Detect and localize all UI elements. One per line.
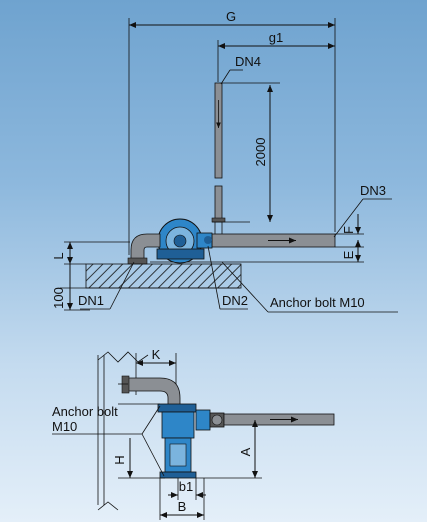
label-anchor-top: Anchor bolt M10 — [270, 295, 365, 310]
dimension-g: G — [128, 9, 336, 255]
dimension-b1: b1 — [168, 478, 206, 500]
label-anchor-bottom-2: M10 — [52, 419, 77, 434]
label-k: K — [152, 347, 161, 362]
discharge-pipe-side — [209, 412, 335, 428]
dimension-2000: 2000 — [222, 82, 280, 222]
dimension-g1: g1 — [217, 30, 335, 82]
label-g1: g1 — [269, 30, 283, 45]
label-dn2: DN2 — [222, 293, 248, 308]
label-f: F — [341, 226, 356, 234]
label-g: G — [226, 9, 236, 24]
label-l: L — [51, 252, 66, 259]
label-b1: b1 — [179, 479, 193, 494]
label-b: B — [178, 499, 187, 514]
label-dn4: DN4 — [235, 54, 261, 69]
pump-top — [156, 218, 213, 264]
label-100: 100 — [51, 287, 66, 309]
label-a: A — [238, 447, 253, 456]
dimension-h: H — [112, 403, 165, 479]
label-dn1: DN1 — [78, 293, 104, 308]
label-anchor-bottom-1: Anchor bolt — [52, 404, 118, 419]
pump-side — [157, 403, 211, 479]
label-dn3: DN3 — [360, 183, 386, 198]
label-e: E — [341, 250, 356, 259]
dimension-100: 100 — [51, 264, 90, 311]
label-h: H — [112, 455, 127, 464]
dimension-b: B — [159, 478, 205, 520]
suction-elbow — [127, 233, 161, 265]
label-2000: 2000 — [253, 138, 268, 167]
vertical-pipe-dn4 — [211, 82, 226, 223]
dimension-a: A — [196, 420, 262, 479]
dimension-l: L — [51, 241, 130, 265]
discharge-pipe — [211, 221, 336, 248]
